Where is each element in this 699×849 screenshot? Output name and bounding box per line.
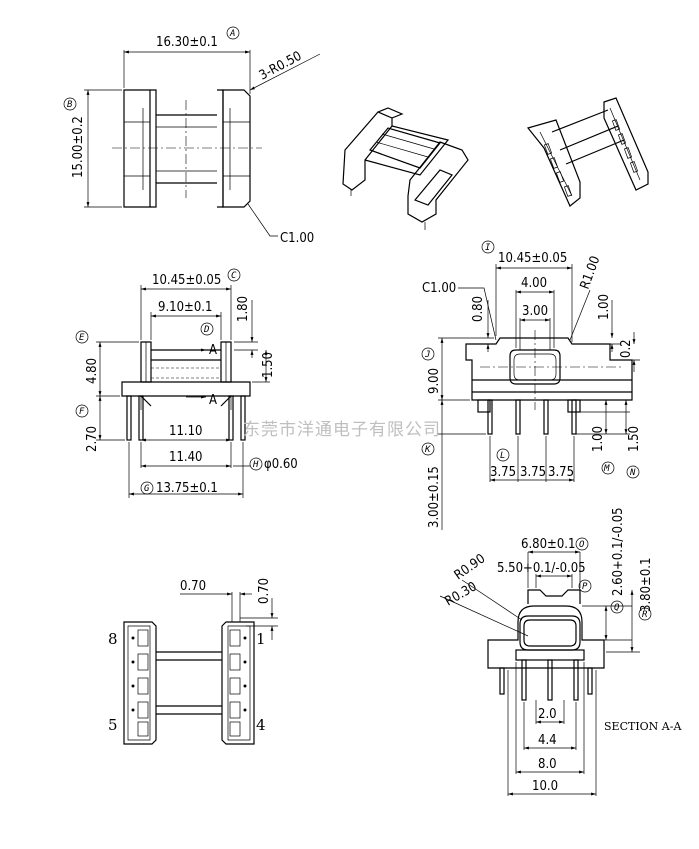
section-label: SECTION A-A — [604, 720, 682, 733]
dim-w20: 2.0 — [538, 707, 557, 722]
dim-w80: 8.0 — [538, 757, 557, 772]
watermark: 东莞市洋通电子有限公司 — [243, 420, 441, 440]
dim-width: 10.45±0.05 — [498, 251, 567, 266]
dim-pitch-1: 3.75 — [490, 465, 516, 480]
dim-pin-span2: 11.40 — [169, 450, 202, 465]
bottom-pin-pads — [131, 629, 247, 737]
bottom-view: 0.70 0.70 8 1 5 4 — [108, 578, 278, 745]
dim-w100: 10.0 — [532, 779, 558, 794]
top-view: 16.30±0.1 A 15.00±0.2 B 3-R0.50 C1.00 — [63, 26, 321, 246]
dim-pin-dia: φ0.60 — [264, 457, 298, 472]
dim-height: 4.80 — [85, 358, 100, 384]
bubble-f: F — [79, 407, 85, 417]
dim-radius: 3-R0.50 — [257, 49, 305, 84]
dim-height: 15.00±0.2 — [71, 116, 86, 178]
pin-label-5: 5 — [108, 716, 118, 734]
dim-chamfer: C1.00 — [280, 231, 314, 246]
dim-w2: 4.00 — [521, 276, 547, 291]
dim-radius: R1.00 — [578, 254, 604, 291]
bubble-e: E — [79, 333, 85, 343]
bubble-o: O — [579, 540, 585, 550]
dim-r2: R0.30 — [443, 579, 480, 609]
bubble-a: A — [229, 29, 235, 39]
dim-base-w: 13.75±0.1 — [156, 481, 218, 496]
dim-m: 1.00 — [591, 426, 606, 452]
section-mark-bottom: A — [209, 393, 217, 408]
dim-n: 1.50 — [627, 426, 642, 452]
dim-pin-len: 2.70 — [85, 426, 100, 452]
bubble-g: G — [144, 484, 150, 494]
dim-width: 16.30±0.1 — [156, 35, 218, 50]
dim-w2: 5.50+0.1/-0.05 — [497, 561, 586, 576]
bubble-q: Q — [614, 603, 620, 613]
pin-label-1: 1 — [256, 630, 266, 648]
dim-top-h: 1.80 — [236, 296, 251, 322]
bubble-h: H — [252, 460, 259, 470]
bubble-b: B — [67, 100, 73, 110]
dim-outer-width: 10.45±0.05 — [152, 273, 221, 288]
dim-pin-span1: 11.10 — [169, 424, 202, 439]
dim-h2: 3.80±0.1 — [639, 558, 654, 612]
dim-w1: 6.80±0.1 — [521, 537, 575, 552]
dim-flange-h: 1.50 — [261, 352, 276, 378]
section-view: 6.80±0.1 O 5.50+0.1/-0.05 P R0.90 R0.30 … — [439, 507, 682, 796]
bubble-n: N — [629, 468, 636, 478]
dim-chamfer: C1.00 — [422, 281, 456, 296]
dim-pin-len: 3.00±0.15 — [427, 466, 442, 528]
dim-height: 9.00 — [427, 368, 442, 394]
side-view: 10.45±0.05 I 4.00 3.00 C1.00 R1.00 0.80 … — [421, 240, 642, 530]
pin-label-8: 8 — [108, 630, 118, 648]
dim-pitch-3: 3.75 — [548, 465, 574, 480]
dim-d2: 0.70 — [257, 578, 272, 604]
dim-080: 0.80 — [471, 296, 486, 322]
bubble-l: L — [500, 451, 505, 461]
dim-inner-width: 9.10±0.1 — [158, 300, 212, 315]
dim-w44: 4.4 — [538, 733, 557, 748]
bubble-i: I — [485, 243, 491, 253]
isometric-view-2 — [526, 97, 649, 207]
dim-d1: 0.70 — [180, 579, 206, 594]
bubble-c: C — [231, 271, 237, 281]
dim-r1: R0.90 — [452, 551, 489, 583]
front-view: A A 10.45±0.05 C 9.10±0.1 D 1.80 1.50 4.… — [75, 268, 298, 498]
isometric-view-1 — [342, 107, 469, 230]
section-mark-top: A — [209, 343, 217, 358]
bubble-k: K — [424, 445, 431, 455]
pin-label-4: 4 — [256, 716, 266, 734]
bubble-j: J — [424, 350, 430, 360]
dim-h1: 2.60+0.1/-0.05 — [611, 507, 626, 596]
bubble-d: D — [203, 325, 209, 335]
bubble-m: M — [603, 464, 610, 474]
bubble-r: R — [642, 610, 648, 620]
dim-100: 1.00 — [597, 294, 612, 320]
dim-w3: 3.00 — [522, 304, 548, 319]
dim-pitch-2: 3.75 — [520, 465, 546, 480]
dim-02: 0.2 — [619, 339, 634, 358]
bubble-p: P — [582, 582, 588, 592]
